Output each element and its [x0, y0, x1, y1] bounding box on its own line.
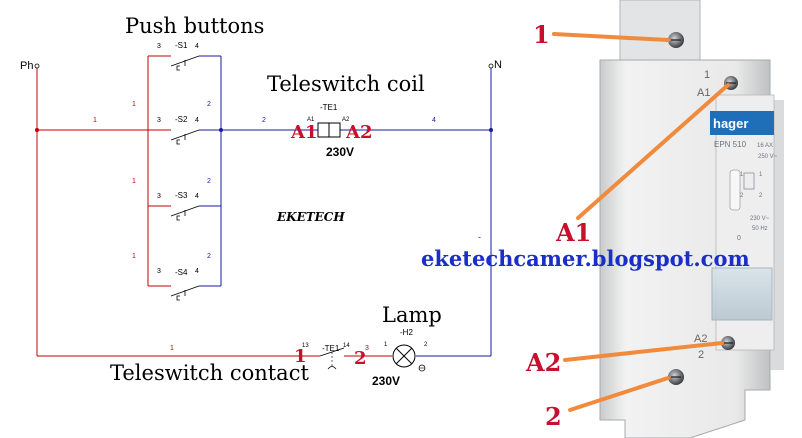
contact-terminal-14: 14: [343, 343, 350, 349]
device-bot-term-a2: A2: [694, 333, 707, 345]
lamp-voltage: 230V: [372, 374, 400, 388]
lamp-terminal-2: 2: [424, 342, 428, 348]
device-top-term-1: 1: [704, 69, 710, 81]
wire-number: 4: [432, 117, 436, 124]
wire-number: 2: [207, 101, 211, 108]
s1-terminal-4: 4: [195, 43, 199, 50]
phase-label: Ph: [20, 60, 33, 72]
push-button-s3: 3 -S3 4: [148, 191, 221, 221]
wire-number: 1: [132, 178, 136, 185]
toggle-lever: [729, 169, 741, 211]
model-name: EPN 510: [714, 140, 747, 149]
push-button-s1: 3 -S1 4: [148, 41, 221, 71]
device-top-term-a1: A1: [697, 87, 710, 99]
led-mark: 0: [737, 235, 741, 242]
s2-terminal-3: 3: [157, 117, 161, 124]
callout-arrow: [576, 83, 730, 220]
wire-number: 2: [262, 117, 266, 124]
push-button-s4: 3 -S4 4: [148, 268, 221, 301]
teleswitch-contact-title: Teleswitch contact: [110, 361, 309, 385]
coil-a1-small: A1: [307, 117, 315, 123]
frequency: 50 Hz: [752, 226, 768, 232]
label-window: [711, 267, 773, 321]
wire-number: 2: [207, 253, 211, 260]
wire-mark: -: [478, 232, 481, 242]
blog-url: eketechcamer.blogspot.com: [421, 246, 750, 271]
callout-a1: A1: [555, 218, 591, 247]
s4-ref: -S4: [175, 268, 188, 277]
neutral-label: N: [494, 59, 502, 71]
coil-ref: -TE1: [320, 103, 338, 112]
device-photo: hager EPN 510 16 AX 250 V~ A1 A2 1 2 230…: [599, 0, 784, 438]
teleswitch-contact: 13 -TE1 14 1 2: [294, 343, 367, 370]
s4-terminal-4: 4: [195, 268, 199, 275]
neutral-terminal: [488, 63, 494, 69]
phase-terminal: [34, 63, 40, 69]
lamp-symbol: -H2 1 2 230V: [372, 328, 428, 388]
s2-ref: -S2: [175, 115, 188, 124]
voltage-line: 250 V~: [758, 154, 778, 160]
junction-dot: [35, 128, 39, 132]
brand-name: hager: [713, 116, 748, 131]
wire-number: 1: [93, 117, 97, 124]
callout-a2: A2: [525, 348, 561, 377]
s2-terminal-4: 4: [195, 117, 199, 124]
device-sym-1: 1: [759, 172, 763, 178]
lamp-title: Lamp: [382, 303, 442, 327]
coil-voltage: 230V: [326, 145, 354, 159]
callout-1: 1: [533, 20, 550, 49]
wire-number: 3: [365, 345, 369, 352]
contact-ref: -TE1: [322, 344, 340, 353]
wire-number: 1: [132, 101, 136, 108]
device-sym-2: 2: [759, 193, 763, 199]
teleswitch-coil: -TE1 A1 A2 A1 A2 230V: [290, 103, 373, 159]
wire-number: 2: [207, 178, 211, 185]
callout-2: 2: [545, 402, 562, 431]
s3-terminal-3: 3: [157, 193, 161, 200]
contact-label-2: 2: [354, 348, 367, 369]
push-button-s2: 3 -S2 4: [148, 115, 221, 145]
rating: 16 AX: [757, 143, 773, 149]
coil-a2-label: A2: [345, 122, 373, 143]
coil-a2-small: A2: [342, 117, 350, 123]
s3-ref: -S3: [175, 191, 188, 200]
s1-terminal-3: 3: [157, 43, 161, 50]
contact-label-1: 1: [294, 346, 307, 367]
callout-arrow: [552, 32, 670, 42]
brand-label: [710, 111, 774, 135]
wire-number: 1: [170, 345, 174, 352]
coil-voltage-rating: 230 V~: [750, 216, 770, 222]
schematic: Ph N 3 -S1 4: [20, 14, 502, 388]
s3-terminal-4: 4: [195, 193, 199, 200]
push-buttons-title: Push buttons: [125, 14, 264, 38]
teleswitch-coil-title: Teleswitch coil: [267, 72, 425, 96]
coil-a1-label: A1: [290, 122, 318, 143]
callout-arrow: [568, 376, 670, 412]
callouts: 1 A1 A2 2: [525, 20, 730, 431]
device-bot-term-2: 2: [698, 349, 704, 361]
lamp-terminal-1: 1: [384, 342, 388, 348]
watermark: EKETECH: [276, 210, 345, 224]
contact-terminal-13: 13: [302, 343, 309, 349]
wire-number: 1: [132, 253, 136, 260]
s4-terminal-3: 3: [157, 268, 161, 275]
s1-ref: -S1: [175, 41, 188, 50]
callout-arrow: [563, 341, 724, 362]
lamp-ref: -H2: [400, 328, 413, 337]
junction-dot: [489, 128, 493, 132]
